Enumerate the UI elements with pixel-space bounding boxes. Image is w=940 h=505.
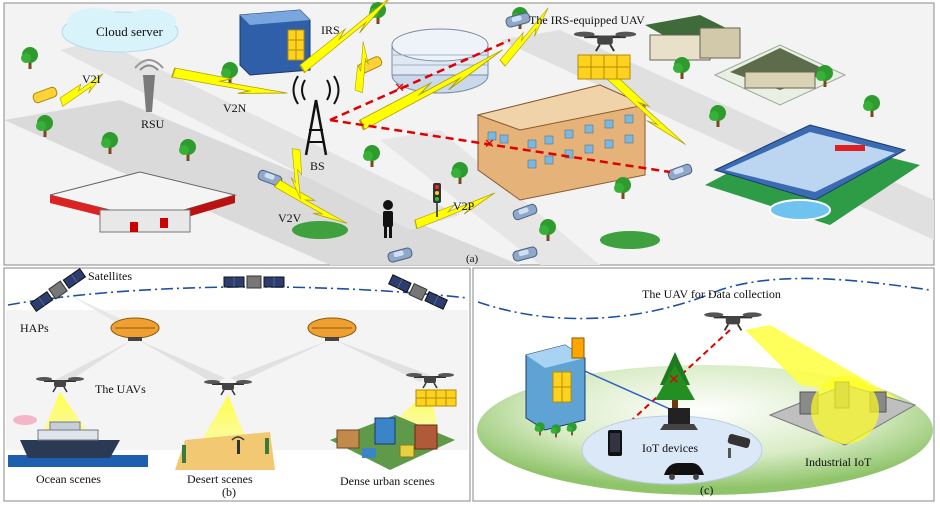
industrial-label: Industrial IoT xyxy=(805,455,872,469)
apartment-building-icon xyxy=(476,84,647,201)
irs-label: IRS xyxy=(321,23,340,37)
road-diagonal-upper xyxy=(60,40,460,230)
blocked-cross-icon: ✕ xyxy=(394,80,405,95)
satellites-label: Satellites xyxy=(88,269,132,283)
v2i-label: V2I xyxy=(82,72,101,86)
gas-station-icon xyxy=(49,171,237,233)
round-building-icon xyxy=(391,28,489,94)
uav-data-label: The UAV for Data collection xyxy=(642,287,781,301)
house-icon xyxy=(645,15,741,61)
hap-airship-icon xyxy=(307,317,357,341)
cloud-server-icon xyxy=(61,8,179,53)
haps-label: HAPs xyxy=(20,321,49,335)
pool-building-icon xyxy=(705,124,920,225)
blocked-cross-icon: ✕ xyxy=(668,371,680,387)
panel-c: The UAV for Data collection ✕ xyxy=(472,267,935,502)
blocked-link-line xyxy=(329,118,671,174)
ocean-scene-icon xyxy=(8,415,148,467)
house-icon-2 xyxy=(713,44,847,106)
panel-b-tag: (b) xyxy=(222,485,236,499)
orbit-line xyxy=(477,277,931,320)
iot-devices-label: IoT devices xyxy=(642,441,698,455)
desert-scene-icon xyxy=(175,432,275,470)
uavs-label: The UAVs xyxy=(95,382,146,396)
hap-uav-beam xyxy=(230,340,330,382)
cloud-server-label: Cloud server xyxy=(96,24,163,39)
sat-hap-beam xyxy=(70,295,335,330)
traffic-light-icon xyxy=(433,183,441,217)
blocked-link-line xyxy=(329,38,511,122)
laptop-icon xyxy=(660,408,698,430)
desert-label: Desert scenes xyxy=(187,472,253,486)
irs-panel-icon xyxy=(577,54,631,80)
v2n-label: V2N xyxy=(223,101,247,115)
tree-obstacle-icon xyxy=(655,352,695,408)
bush-icon xyxy=(292,221,348,239)
hap-uav-beam xyxy=(335,340,430,382)
irs-panel-icon xyxy=(415,389,457,407)
blocked-link-line xyxy=(631,329,731,421)
car-icon xyxy=(32,86,58,104)
urban-scene-icon xyxy=(330,415,455,470)
rsu-label: RSU xyxy=(141,117,165,131)
v2v-label: V2V xyxy=(278,211,302,225)
hap-airship-icon xyxy=(110,317,160,341)
pedestrian-icon xyxy=(383,200,393,238)
bs-tower-icon xyxy=(292,75,340,156)
panel-b: Satellites HAPs The UAVs xyxy=(3,267,471,502)
panel-a-tag: (a) xyxy=(466,253,479,265)
urban-label: Dense urban scenes xyxy=(340,474,435,488)
irs-uav-label: The IRS-equipped UAV xyxy=(529,13,645,27)
irs-building-icon xyxy=(239,9,311,76)
panel-c-tag: (c) xyxy=(700,483,713,497)
hap-uav-beam xyxy=(138,340,225,384)
industrial-site-icon xyxy=(768,376,917,446)
ocean-label: Ocean scenes xyxy=(36,472,101,486)
security-camera-icon xyxy=(727,433,751,458)
blocked-cross-icon: ✕ xyxy=(484,136,495,151)
satellite-icon xyxy=(223,275,285,289)
hap-uav-beam xyxy=(55,340,132,384)
rsu-tower-icon xyxy=(134,59,164,112)
car-icon xyxy=(664,463,704,480)
panel-a: Cloud server IRS xyxy=(3,0,935,266)
irs-building-icon xyxy=(525,337,586,431)
bush-icon xyxy=(600,231,660,249)
bs-label: BS xyxy=(310,159,325,173)
smartphone-icon xyxy=(608,430,622,456)
v2p-label: V2P xyxy=(453,199,475,213)
